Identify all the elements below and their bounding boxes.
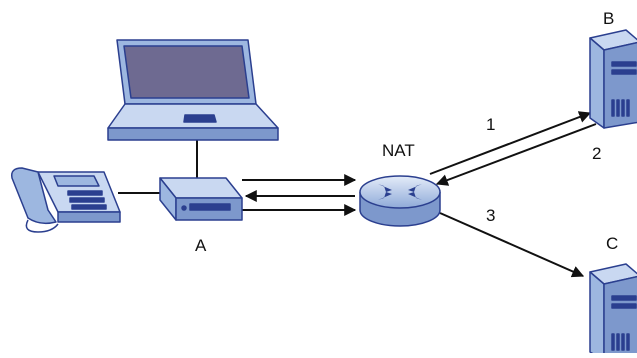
nat-router-icon (359, 175, 441, 227)
nat-label: NAT (382, 141, 415, 160)
arrow-nat-to-c (439, 212, 585, 278)
laptop-icon (107, 39, 279, 141)
server-c-label: C (606, 234, 619, 253)
flow-3-label: 3 (486, 206, 496, 225)
server-b-label: B (603, 9, 615, 28)
device-a-label: A (195, 236, 207, 255)
gateway-device-icon (159, 177, 243, 221)
flow-1-label: 1 (486, 115, 496, 134)
flow-2-label: 2 (592, 144, 602, 163)
server-icon (589, 29, 637, 129)
server-icon (589, 263, 637, 358)
arrow-nat-to-b (429, 111, 592, 175)
arrow-b-to-nat (435, 123, 597, 186)
telephone-icon (10, 167, 121, 233)
